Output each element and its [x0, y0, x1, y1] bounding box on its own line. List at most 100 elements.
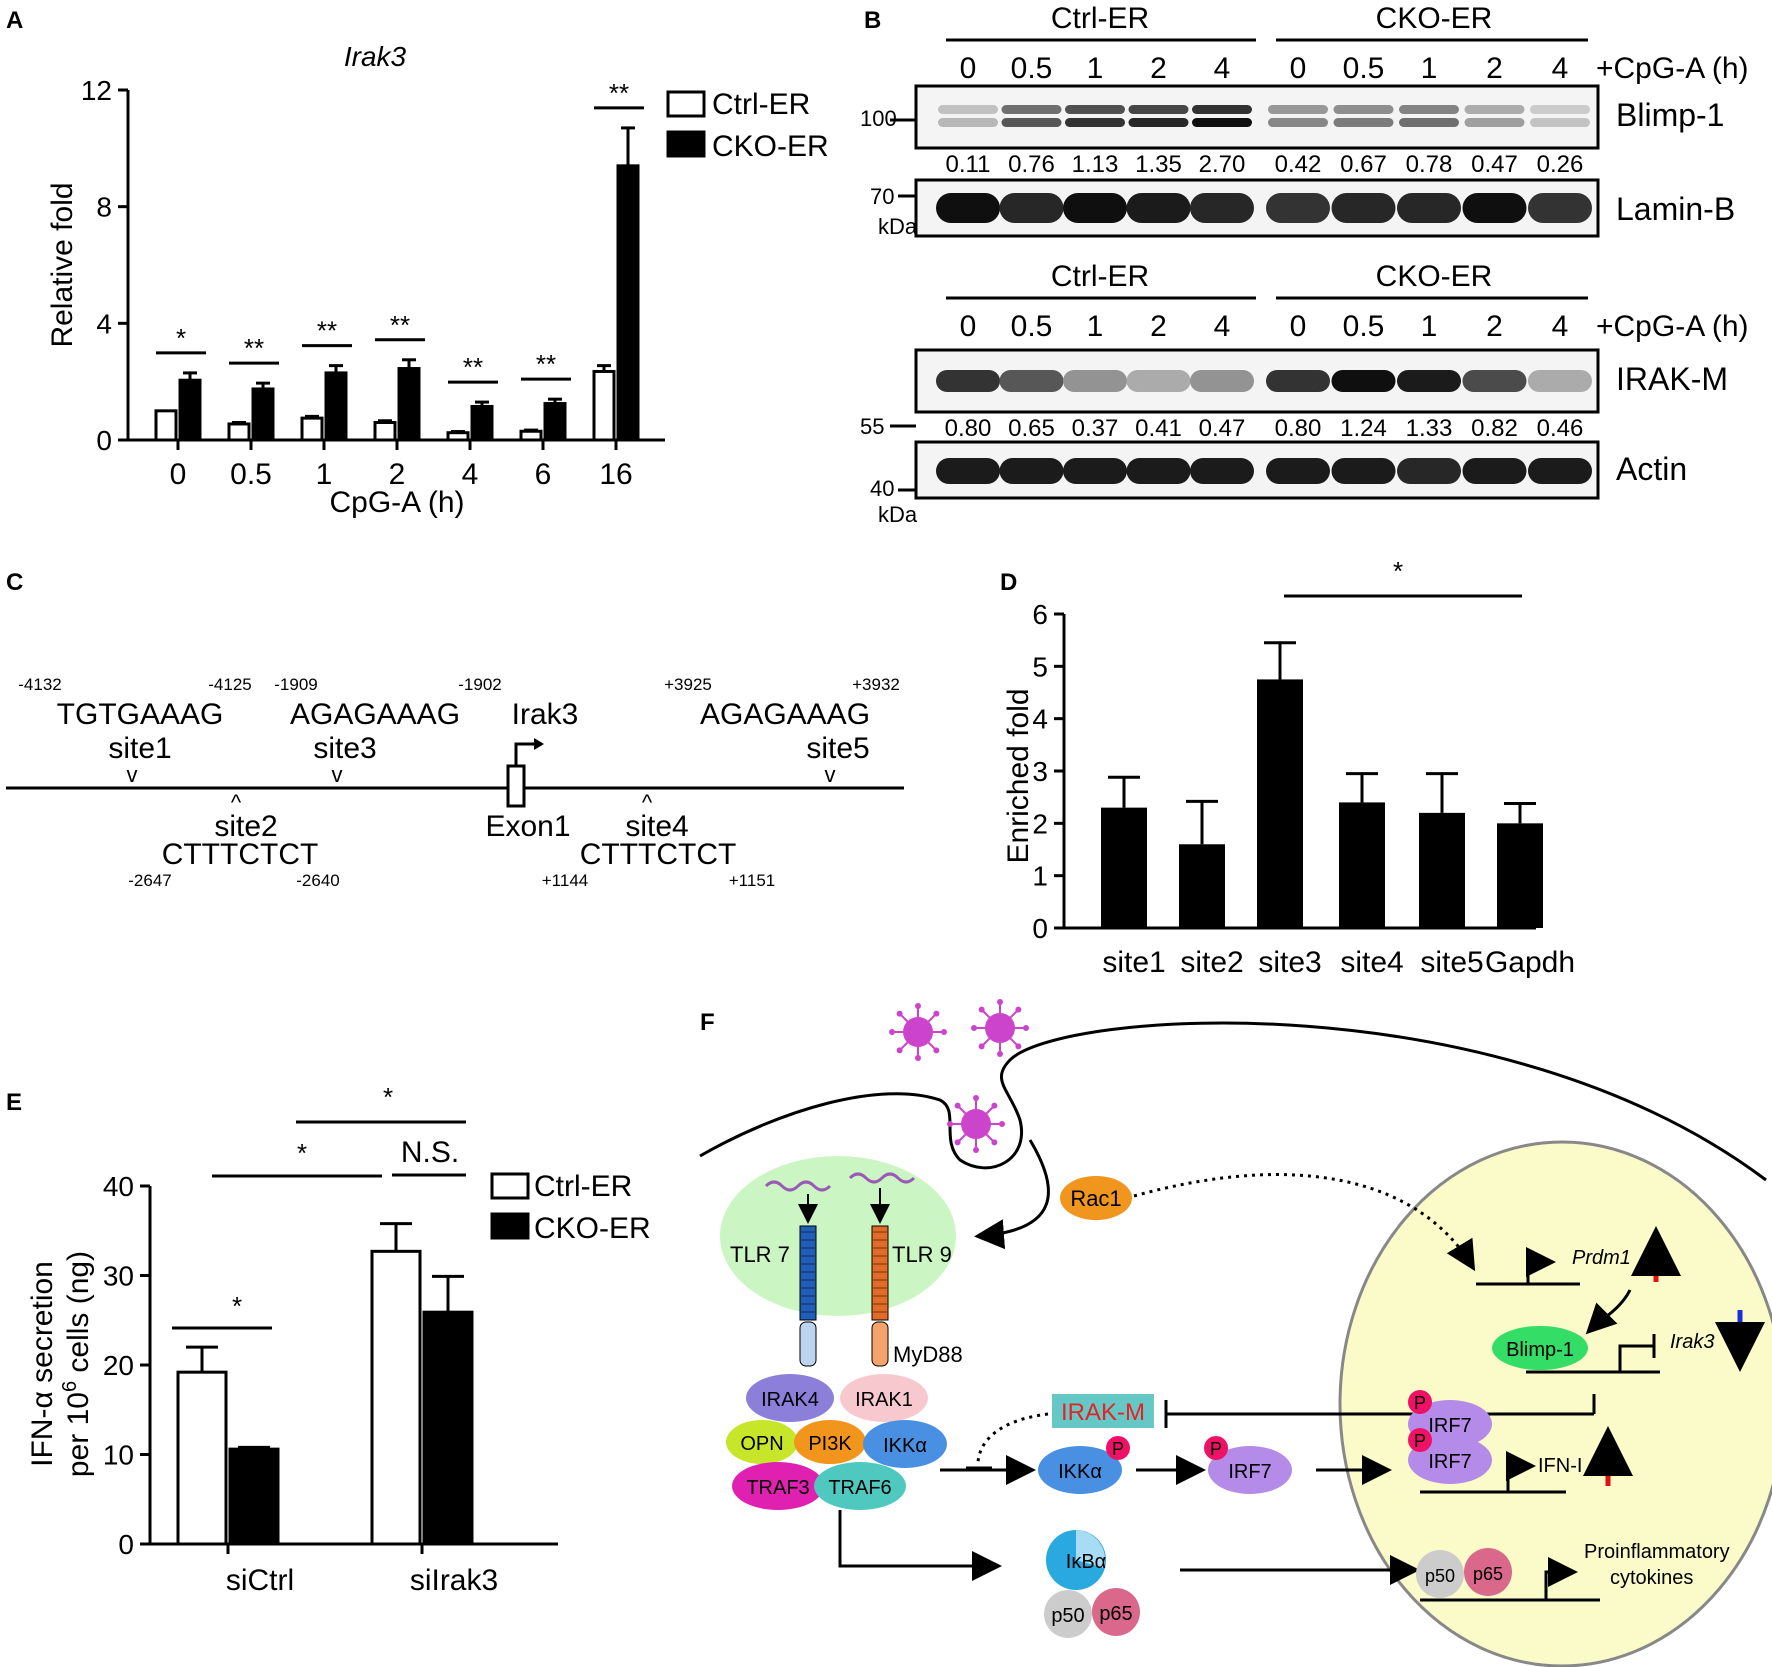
gene-map-site-marker: ^: [231, 790, 242, 815]
gene-map-tss-arrow: [514, 742, 534, 766]
blot-bottom-timepoint-label: 2: [1150, 310, 1167, 343]
gene-map-site-start: -1909: [274, 675, 317, 694]
gene-map-site-sequence: AGAGAAAG: [700, 698, 870, 731]
chart-d-bar: [1179, 844, 1225, 928]
chart-a-legend-ctrl: Ctrl-ER: [712, 88, 810, 121]
gene-map-site-start: -2647: [128, 871, 171, 890]
gene-map-gene-name: Irak3: [512, 698, 579, 731]
p65-label: p65: [1099, 1603, 1132, 1625]
blot-actin-band: [1190, 458, 1254, 484]
blot-mw-55: 55: [860, 414, 884, 439]
chart-e-y-tick-label: 0: [118, 1529, 134, 1560]
blot-laminb-band: [1063, 193, 1127, 223]
virus-spike-tip: [947, 1121, 953, 1127]
p50-node: [1044, 1590, 1092, 1638]
blot-laminb-band: [936, 193, 1000, 223]
chart-d-bar: [1101, 807, 1147, 928]
gene-map-tss-arrowhead: [534, 738, 544, 750]
chart-d-significance-label: *: [1393, 556, 1403, 586]
virus-spike-tip: [991, 1139, 998, 1146]
gene-map-site-start: +3925: [664, 675, 712, 694]
irak3-tss-inhibit: [1618, 1344, 1654, 1372]
virus-spike-tip: [997, 1051, 1003, 1057]
blot-mw-70: 70: [870, 184, 894, 209]
blot-top-timepoint-label: 0.5: [1011, 52, 1053, 85]
blot-laminb-band: [1190, 193, 1254, 223]
blot-mw-kda: kDa: [878, 502, 918, 527]
blot-blimp1-band: [1333, 105, 1394, 114]
gene-map-site-end: -1902: [458, 675, 501, 694]
blot-blimp1-band: [1399, 118, 1459, 127]
blot-mw-kda: kDa: [878, 214, 918, 239]
gene-map-site-end: -4125: [208, 675, 251, 694]
opn-label: OPN: [740, 1433, 783, 1455]
chart-a-bar-ctrl: [519, 429, 543, 442]
gene-map-site-sequence: AGAGAAAG: [290, 698, 460, 731]
chart-a-legend-cko: CKO-ER: [712, 130, 829, 163]
blot-blimp1-band: [1399, 105, 1459, 114]
virus-body: [903, 1017, 933, 1047]
panel-label-f: F: [700, 1009, 715, 1036]
chart-d-x-tick-label: site5: [1420, 946, 1483, 979]
blot-blimp1-band: [1128, 118, 1189, 127]
chart-a-x-tick-label: 0.5: [230, 458, 272, 491]
chart-a-bar-cko: [470, 404, 494, 442]
chart-a-bar-cko: [397, 367, 421, 442]
chart-d-x-tick-label: Gapdh: [1485, 946, 1575, 979]
chart-d-y-tick-label: 2: [1032, 808, 1048, 839]
arrow-rac1-to-prdm1: [1133, 1173, 1476, 1272]
ikka-complex-label: IKKα: [883, 1435, 927, 1457]
phospho-label: P: [1414, 1393, 1426, 1413]
blot-top-timepoint-label: 2: [1150, 52, 1167, 85]
chart-e-legend-ctrl: Ctrl-ER: [534, 1170, 632, 1203]
virus-spike-tip: [954, 1102, 961, 1109]
chart-a-y-tick-label: 8: [96, 192, 112, 223]
blot-blimp1-band: [1065, 118, 1125, 127]
blot-actin-band: [1126, 458, 1191, 484]
chart-d-bar: [1497, 823, 1543, 928]
virus-spike-tip: [933, 1047, 940, 1054]
phospho-icon: [1204, 1436, 1228, 1460]
chart-e-bar-cko: [228, 1447, 280, 1546]
gene-map-site-start: -4132: [18, 675, 61, 694]
gene-map-site-sequence: CTTTCTCT: [580, 838, 737, 871]
virus-spike-tip: [915, 1003, 921, 1009]
virus-spike-tip: [889, 1029, 895, 1035]
blot-blimp1-band: [1333, 118, 1394, 127]
blot-laminb-band: [1266, 193, 1330, 223]
irf7-nuclear-bottom-label: IRF7: [1428, 1451, 1471, 1473]
chart-a-y-tick-label: 0: [96, 425, 112, 456]
chart-e-y-tick-label: 20: [103, 1350, 134, 1381]
panel-label-c: C: [6, 569, 23, 596]
blot-blimp1-band: [1268, 105, 1328, 114]
myd88-tlr7: [799, 1321, 817, 1367]
blot-blimp1-quant: 0.78: [1406, 151, 1453, 178]
p65-nuclear-node: [1464, 1548, 1512, 1596]
chart-e-bar-ctrl: [370, 1249, 422, 1546]
virus-spike-tip: [973, 1095, 979, 1101]
blot-irakm-band: [1063, 370, 1127, 392]
ikka-active-label: IKKα: [1058, 1461, 1102, 1483]
gene-map-site-name: site4: [625, 810, 688, 843]
chart-e-significance-label: *: [297, 1138, 307, 1168]
chart-a-y-tick-label: 4: [96, 308, 112, 339]
gene-map-site-marker: v: [127, 762, 138, 787]
chart-d-x-tick-label: site1: [1102, 946, 1165, 979]
blot-actin-band: [936, 458, 1000, 484]
cytokine-label-line2: cytokines: [1610, 1567, 1693, 1589]
rac1-label: Rac1: [1070, 1186, 1121, 1211]
blot-top-group-ctrl: Ctrl-ER: [1051, 2, 1149, 35]
blot-actin-band: [1528, 458, 1592, 484]
chart-e-bar-cko: [422, 1310, 474, 1546]
chart-d-bar: [1339, 802, 1385, 928]
chart-d-y-tick-label: 1: [1032, 861, 1048, 892]
cytokine-label-line1: Proinflammatory: [1584, 1541, 1730, 1563]
tlr7-label: TLR 7: [730, 1242, 790, 1267]
blot-laminb-band: [1331, 193, 1396, 223]
ifn-tss: [1506, 1451, 1536, 1492]
chart-a-bar-cko: [178, 378, 202, 442]
blot-irakm-band: [1126, 370, 1191, 392]
